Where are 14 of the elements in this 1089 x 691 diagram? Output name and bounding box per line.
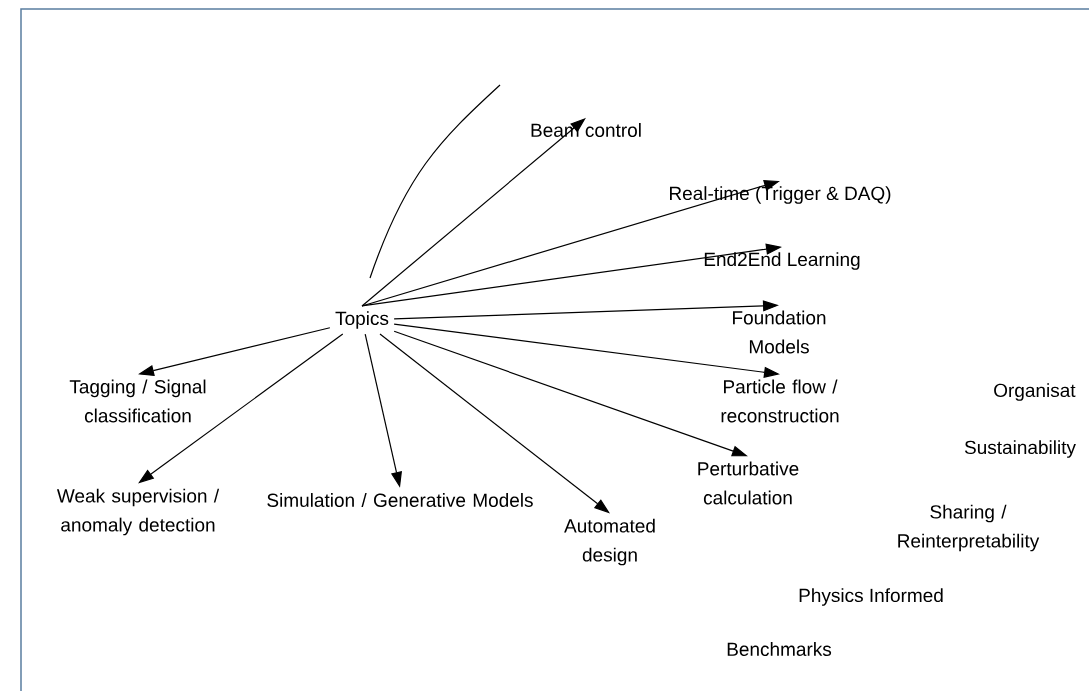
topic-label: Foundation Models: [733, 310, 826, 354]
topic-label: Sharing / Reinterpretability: [898, 504, 1040, 552]
topic-label: Physics Informed: [799, 588, 943, 606]
topic-label: Perturbative calculation: [698, 461, 799, 505]
topic-label: Sustainability: [964, 440, 1076, 458]
topic-label: Simulation / Generative Models: [267, 493, 533, 507]
hub-label: Topics: [335, 311, 389, 329]
topic-label: Weak supervision / anomaly detection: [56, 488, 220, 536]
topic-label: Organisat: [994, 383, 1076, 401]
topic-label: End2End Learning: [704, 252, 860, 270]
topic-label: Benchmarks: [727, 642, 832, 656]
topic-label: Tagging / Signal classification: [69, 379, 206, 423]
topic-label: Automated design: [564, 518, 655, 566]
topic-label: Particle flow / reconstruction: [721, 379, 839, 423]
